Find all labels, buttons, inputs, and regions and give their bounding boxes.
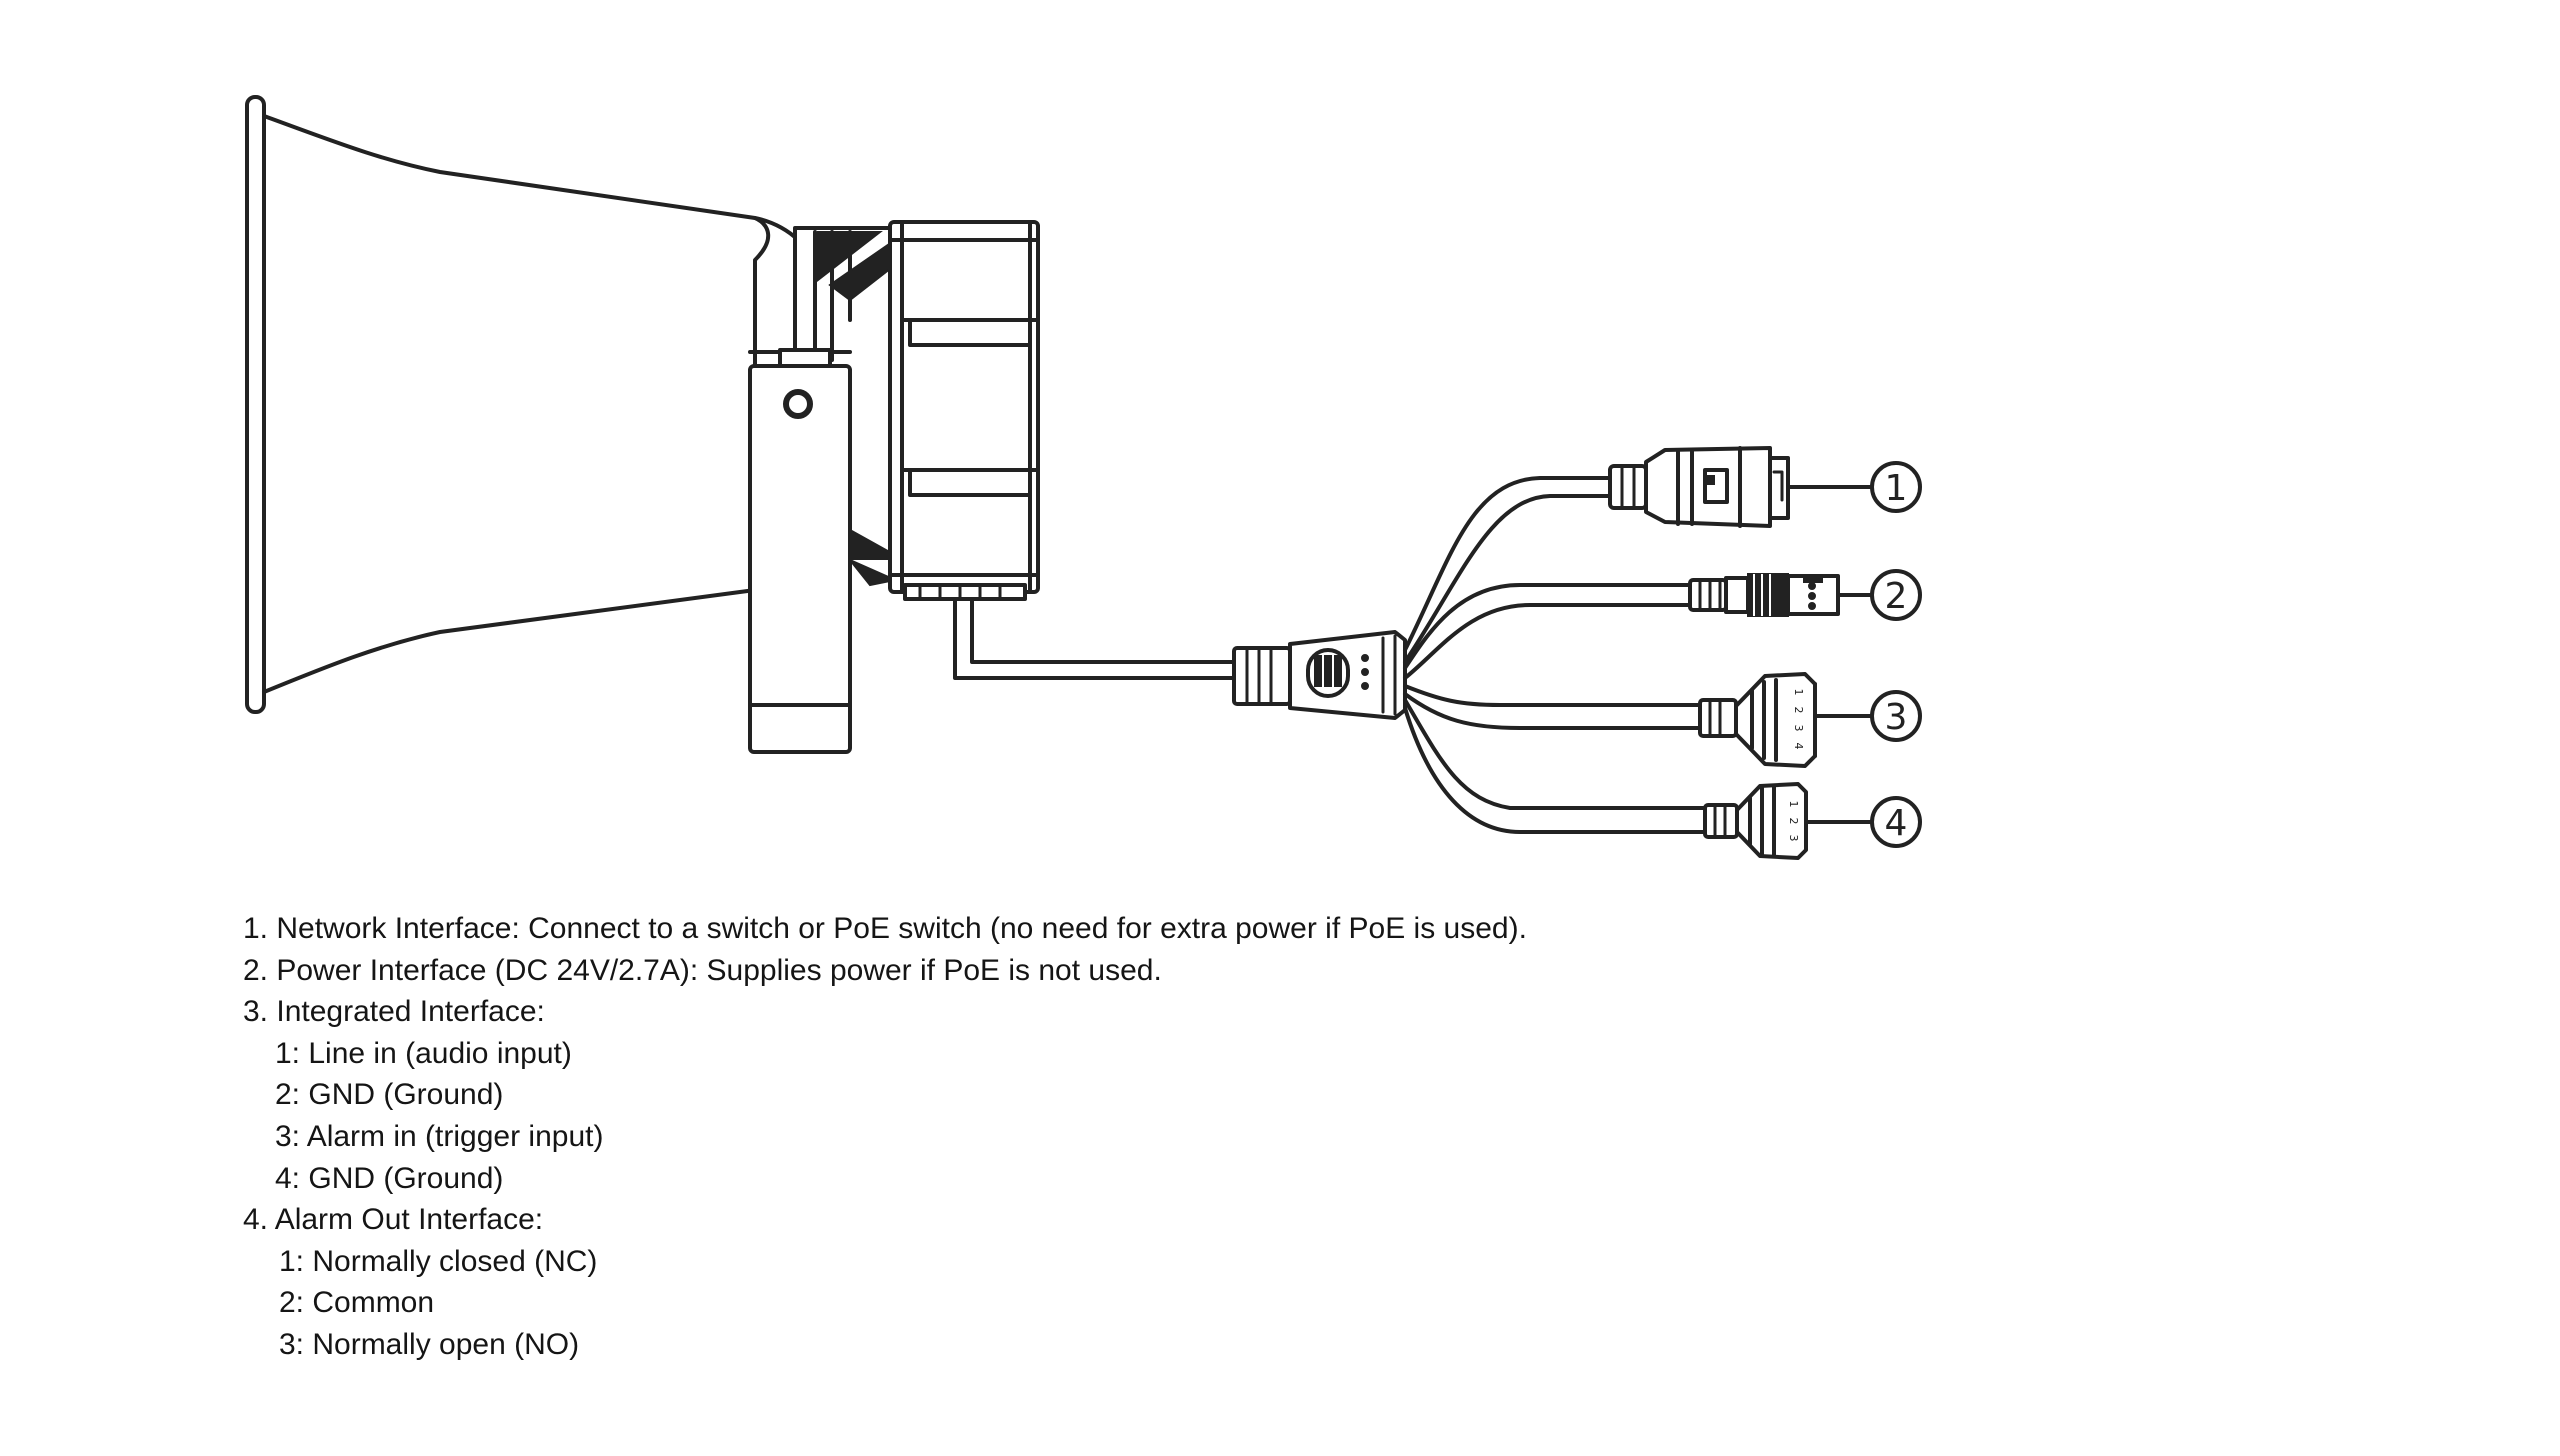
callout-digit-4: 4: [1885, 803, 1908, 844]
legend-subitem: 1: Line in (audio input): [275, 1036, 572, 1070]
callout-markers: ① ② ③ ④ 1 2 3 4: [1870, 461, 1922, 848]
cable-hub-connector: [1232, 630, 1407, 720]
horn-speaker: [245, 95, 1040, 754]
main-cable: [953, 598, 1242, 680]
callout-circle-3: [1870, 690, 1922, 742]
legend-item-integrated: 3. Integrated Interface:: [243, 995, 545, 1029]
integrated-pin-3: 3: [1792, 725, 1805, 732]
legend-subitem: 2: GND (Ground): [275, 1078, 504, 1112]
legend-item-network: 1. Network Interface: Connect to a switc…: [243, 912, 1527, 945]
legend-subitem: 2: Common: [279, 1286, 435, 1320]
alarm-pin-2: 2: [1787, 818, 1800, 825]
callout-circle-4: [1870, 796, 1922, 848]
callout-digit-3: 3: [1885, 697, 1908, 738]
legend-subitem: 3: Alarm in (trigger input): [275, 1119, 604, 1153]
legend-subitem: 4: GND (Ground): [275, 1161, 504, 1195]
mount-hole: [783, 389, 813, 419]
callout-leaders: [1788, 485, 1874, 824]
legend-subitem: 3: Normally open (NO): [279, 1327, 580, 1361]
driver-housing: [888, 220, 1040, 601]
power-connector: [1688, 573, 1840, 617]
mount-plate: [748, 348, 852, 754]
integrated-pin-4: 4: [1792, 743, 1805, 750]
callout-digit-1: 1: [1885, 468, 1908, 509]
alarm-out-connector: 1 2 3: [1703, 782, 1808, 860]
network-connector: [1608, 446, 1790, 528]
legend-subitem: 1: Normally closed (NC): [279, 1244, 598, 1278]
callout-digit-2: 2: [1885, 576, 1908, 617]
alarm-pin-1: 1: [1787, 801, 1800, 808]
branch-cables: [1403, 476, 1707, 834]
integrated-pin-1: 1: [1792, 689, 1805, 696]
integrated-connector: 1 2 3 4: [1698, 672, 1817, 768]
interface-legend: 1. Network Interface: Connect to a switc…: [243, 908, 1943, 1366]
horn-neck: [753, 216, 800, 364]
legend-item-alarm-out: 4. Alarm Out Interface:: [243, 1203, 544, 1237]
horn-bell: [262, 114, 771, 694]
integrated-pin-2: 2: [1792, 707, 1805, 714]
alarm-pin-3: 3: [1787, 835, 1800, 842]
horn-rim: [245, 95, 266, 714]
callout-circle-2: [1870, 569, 1922, 621]
legend-item-power: 2. Power Interface (DC 24V/2.7A): Suppli…: [243, 953, 1162, 987]
callout-circle-1: [1870, 461, 1922, 513]
